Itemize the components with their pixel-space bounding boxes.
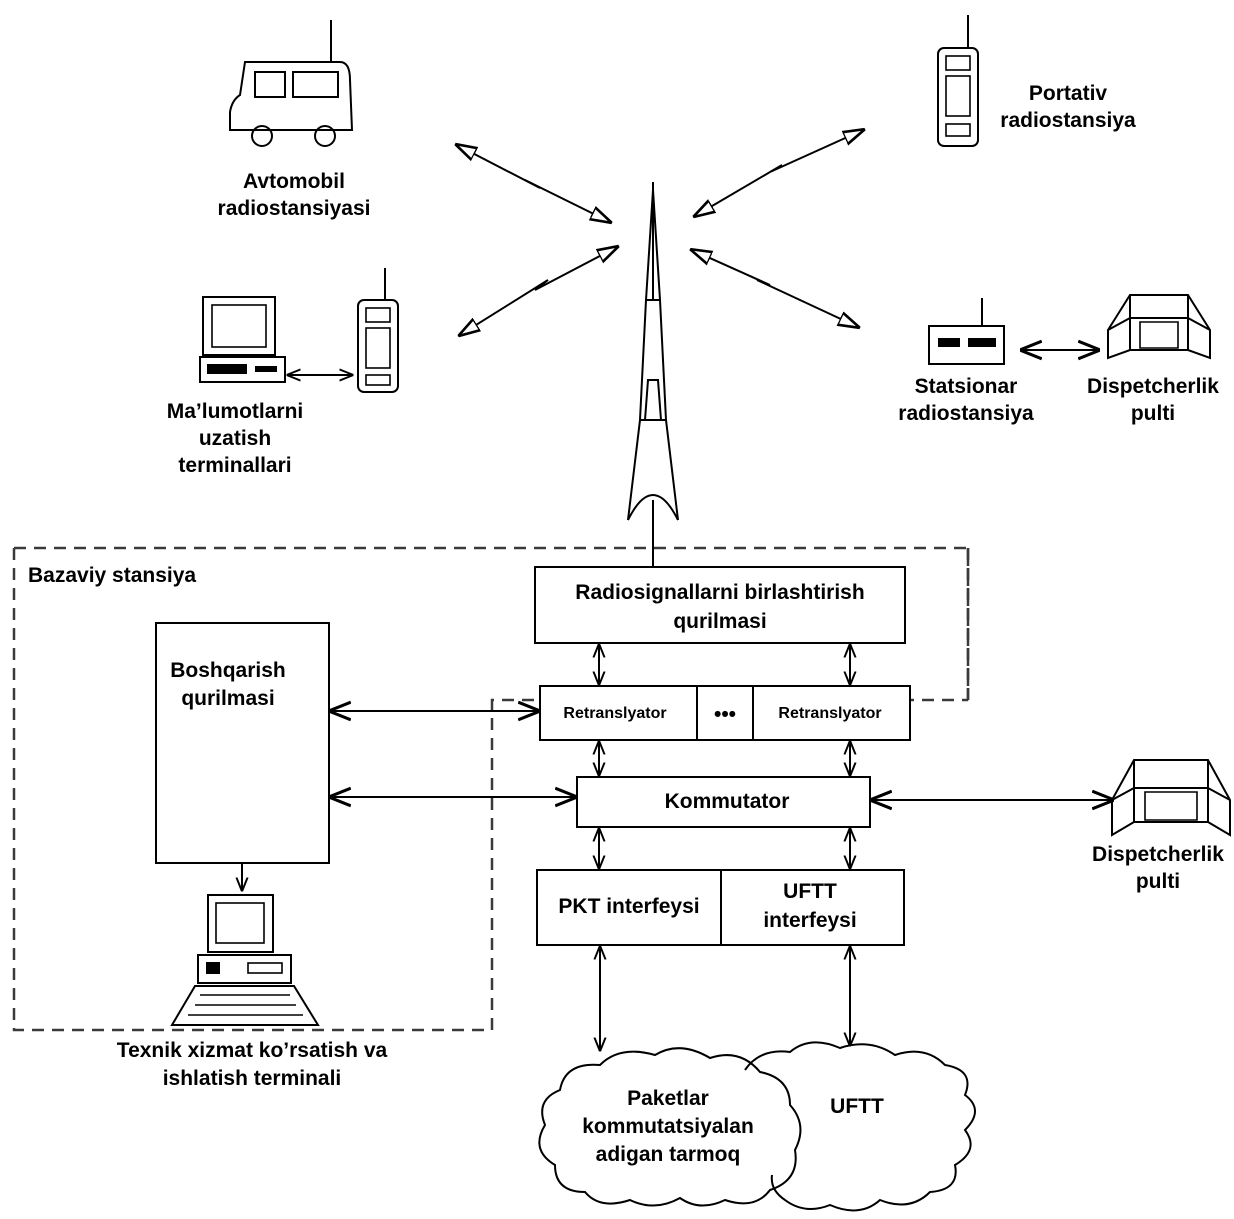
handheld-radio-icon	[357, 268, 399, 393]
control-label-line2: qurilmasi	[181, 687, 274, 710]
maintenance-label-line1: Texnik xizmat ko’rsatish va	[117, 1039, 388, 1062]
packet-network-label-line2: kommutatsiyalan	[582, 1115, 754, 1138]
car-radio-icon	[229, 20, 354, 147]
stationary-radio-icon	[928, 298, 1005, 365]
combiner-label-line2: qurilmasi	[673, 610, 766, 633]
uftt-interface-label-line2: interfeysi	[763, 909, 856, 932]
dispatch-top-label-line1: Dispetcherlik	[1087, 375, 1219, 398]
uftt-interface-label-line1: UFTT	[783, 880, 837, 903]
dispatch-top-label-line2: pulti	[1131, 402, 1175, 425]
portable-label-line2: radiostansiya	[1000, 109, 1136, 132]
portable-label-line1: Portativ	[1029, 82, 1108, 105]
stationary-label-line1: Statsionar	[915, 375, 1018, 398]
dispatch-console-icon	[1107, 294, 1211, 360]
combiner-box	[534, 566, 906, 644]
control-label-line1: Boshqarish	[170, 659, 286, 682]
terminals-label-line2: uzatish	[199, 427, 271, 450]
base-station-label: Bazaviy stansiya	[28, 564, 196, 587]
dispatch-console-icon	[1111, 759, 1231, 837]
cloud-icon	[538, 1041, 976, 1212]
portable-radio-icon	[937, 15, 979, 147]
repeater-row-box	[539, 685, 911, 741]
car-label-line1: Avtomobil	[243, 170, 345, 193]
maintenance-label-line2: ishlatish terminali	[163, 1067, 342, 1090]
computer-icon	[199, 296, 286, 383]
switch-label: Kommutator	[665, 790, 790, 813]
radio-links	[457, 130, 863, 335]
internal-links	[242, 645, 1112, 1050]
dispatch-right-label-line1: Dispetcherlik	[1092, 843, 1224, 866]
car-label-line2: radiostansiyasi	[218, 197, 371, 220]
packet-network-label-line3: adigan tarmoq	[596, 1143, 741, 1166]
tower-icon	[627, 182, 679, 567]
terminals-label-line1: Ma’lumotlarni	[167, 400, 304, 423]
terminals-label-line3: terminallari	[178, 454, 291, 477]
pkt-interface-label: PKT interfeysi	[558, 895, 699, 918]
packet-network-label-line1: Paketlar	[627, 1087, 709, 1110]
computer-icon	[170, 894, 320, 1026]
control-unit-box	[155, 622, 330, 864]
dispatch-right-label-line2: pulti	[1136, 870, 1180, 893]
combiner-label-line1: Radiosignallarni birlashtirish	[575, 581, 864, 604]
repeater-2-label: Retranslyator	[778, 705, 881, 722]
uftt-cloud-label: UFTT	[830, 1095, 884, 1118]
stationary-label-line2: radiostansiya	[898, 402, 1034, 425]
repeater-dots: •••	[714, 703, 736, 726]
switch-box	[576, 776, 871, 828]
repeater-1-label: Retranslyator	[563, 705, 666, 722]
